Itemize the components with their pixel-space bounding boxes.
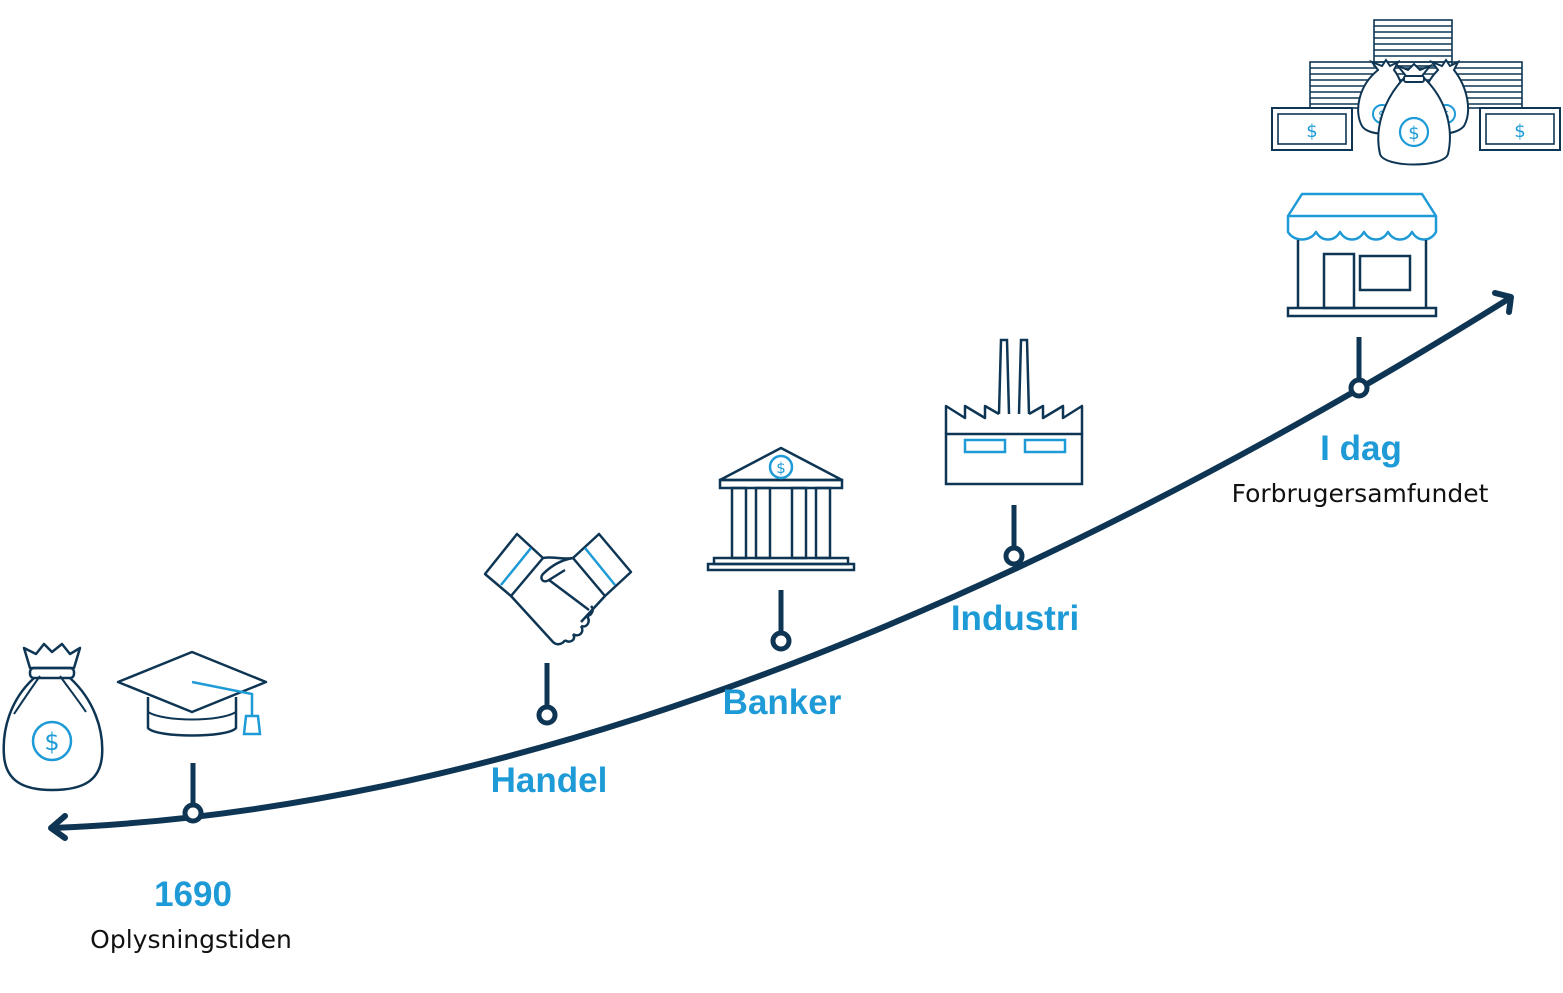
svg-text:$: $ — [776, 459, 786, 477]
factory-icon — [943, 336, 1085, 486]
money-bag-icon: $ — [0, 638, 106, 794]
graduation-cap-icon — [116, 650, 268, 744]
milestone-title-i-dag: I dag — [1320, 429, 1402, 468]
timeline-arrow-left-icon — [48, 813, 68, 841]
money-pile-icon: $ $ $ $ $ — [1268, 18, 1563, 176]
milestone-marker-banker — [770, 590, 792, 652]
milestone-title-banker: Banker — [722, 683, 842, 722]
milestone-title-industri: Industri — [950, 599, 1080, 638]
milestone-marker-i-dag — [1348, 337, 1370, 399]
milestone-title-1690: 1690 — [154, 875, 232, 914]
svg-text:$: $ — [1408, 123, 1419, 144]
milestone-marker-handel — [536, 663, 558, 726]
milestone-title-handel: Handel — [490, 761, 608, 800]
shop-icon — [1286, 192, 1438, 318]
handshake-icon — [483, 530, 633, 648]
svg-text:$: $ — [44, 728, 59, 756]
timeline-curve — [49, 295, 1513, 831]
svg-text:$: $ — [1514, 121, 1525, 142]
timeline-arrow-right-icon — [1492, 290, 1514, 315]
milestone-marker-industri — [1003, 505, 1025, 567]
milestone-marker-1690 — [182, 763, 204, 824]
milestone-subtitle-1690: Oplysningstiden — [90, 925, 292, 954]
bank-icon: $ — [706, 446, 856, 572]
svg-text:$: $ — [1306, 121, 1317, 142]
milestone-subtitle-i-dag: Forbrugersamfundet — [1231, 479, 1489, 508]
